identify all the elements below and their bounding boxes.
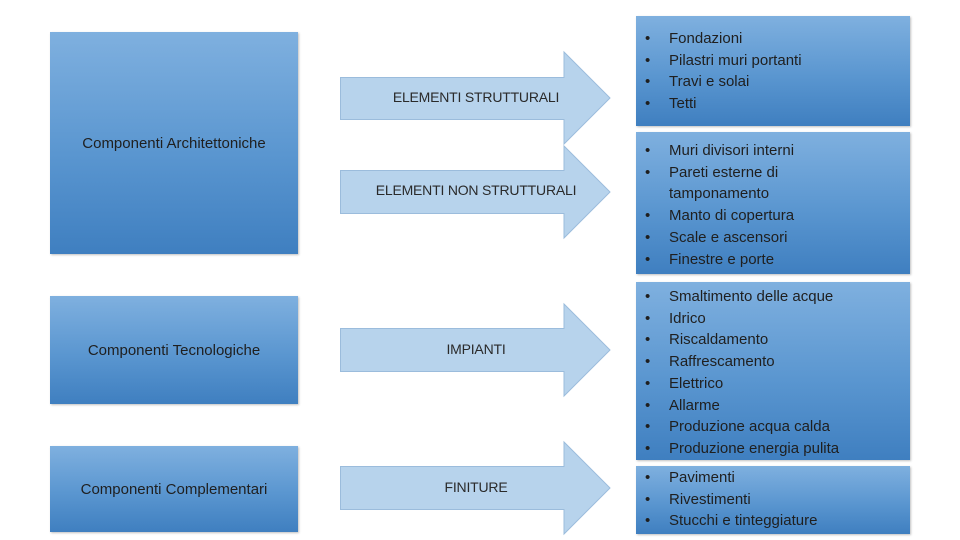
arrow-impianti: IMPIANTI	[340, 302, 612, 398]
arrow-label: IMPIANTI	[446, 341, 506, 357]
arrow-label: ELEMENTI STRUTTURALI	[392, 89, 560, 105]
box-componenti-architettoniche: Componenti Architettoniche	[50, 32, 298, 254]
arrow-label: FINITURE	[444, 479, 508, 495]
box-componenti-complementari: Componenti Complementari	[50, 446, 298, 532]
list-item: Produzione energia pulita	[636, 438, 910, 460]
box-componenti-tecnologiche: Componenti Tecnologiche	[50, 296, 298, 404]
box-label: Componenti Complementari	[80, 480, 268, 498]
arrow-label: ELEMENTI NON STRUTTURALI	[375, 182, 577, 198]
list-item: Smaltimento delle acque	[636, 286, 910, 308]
list-elementi-non-strutturali: Muri divisori interni Pareti esterne di …	[636, 132, 910, 274]
list-item: Travi e solai	[636, 71, 910, 93]
list-item: Produzione acqua calda	[636, 416, 910, 438]
list-item: Finestre e porte	[636, 249, 910, 271]
list-item: Rivestimenti	[636, 489, 910, 511]
list-elementi-strutturali: Fondazioni Pilastri muri portanti Travi …	[636, 16, 910, 126]
list-item: Allarme	[636, 395, 910, 417]
list-item: Stucchi e tinteggiature	[636, 510, 910, 532]
arrow-elementi-non-strutturali: ELEMENTI NON STRUTTURALI	[340, 144, 612, 240]
arrow-shape	[340, 302, 611, 398]
arrow-shape	[340, 50, 611, 146]
list-item: Idrico	[636, 308, 910, 330]
list-item: Manto di copertura	[636, 205, 910, 227]
arrow-shape	[340, 440, 611, 536]
list-item: Pilastri muri portanti	[636, 50, 910, 72]
list-item: Riscaldamento	[636, 329, 910, 351]
box-label: Componenti Tecnologiche	[87, 341, 261, 359]
list-item: Tetti	[636, 93, 910, 115]
list-item: Fondazioni	[636, 28, 910, 50]
list-item: Raffrescamento	[636, 351, 910, 373]
list-finiture: Pavimenti Rivestimenti Stucchi e tintegg…	[636, 466, 910, 534]
box-label: Componenti Architettoniche	[82, 134, 266, 152]
list-item: Muri divisori interni	[636, 140, 910, 162]
list-item: Elettrico	[636, 373, 910, 395]
list-item: Scale e ascensori	[636, 227, 910, 249]
arrow-finiture: FINITURE	[340, 440, 612, 536]
list-item: Pavimenti	[636, 467, 910, 489]
arrow-elementi-strutturali: ELEMENTI STRUTTURALI	[340, 50, 612, 146]
arrow-shape	[340, 144, 611, 240]
list-impianti: Smaltimento delle acque Idrico Riscaldam…	[636, 282, 910, 460]
list-item: Pareti esterne di tamponamento	[636, 162, 824, 205]
